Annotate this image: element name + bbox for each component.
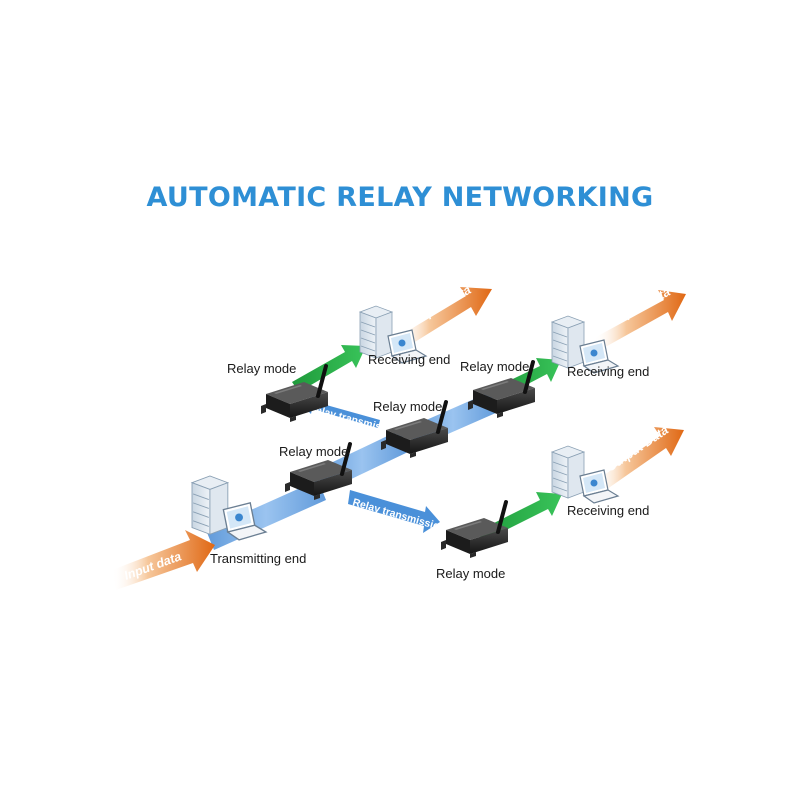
relay-mode-label-middle: Relay mode	[373, 399, 442, 414]
receiving-end-label-3: Receiving end	[567, 503, 649, 518]
input-data-arrow: Input data	[112, 530, 215, 590]
relay-transmission-arrow-lower: Relay transmission	[348, 490, 447, 534]
transmitting-station-icon	[191, 475, 267, 541]
green-arrow-top-left	[292, 345, 366, 392]
receiving-end-label-2: Receiving end	[567, 364, 649, 379]
relay-mode-label-top-right: Relay mode	[460, 359, 529, 374]
relay-mode-label-bottom: Relay mode	[436, 566, 505, 581]
relay-mode-label-top-left: Relay mode	[227, 361, 296, 376]
page-title: AUTOMATIC RELAY NETWORKING	[146, 182, 654, 213]
relay-device-bottom-icon	[439, 500, 510, 560]
output-data-arrow-3: Output Data	[594, 423, 684, 494]
receiving-end-label-1: Receiving end	[368, 352, 450, 367]
relay-mode-label-center: Relay mode	[279, 444, 348, 459]
output-data-arrow-2: Output Data	[594, 285, 686, 350]
transmitting-end-label: Transmitting end	[210, 551, 306, 566]
